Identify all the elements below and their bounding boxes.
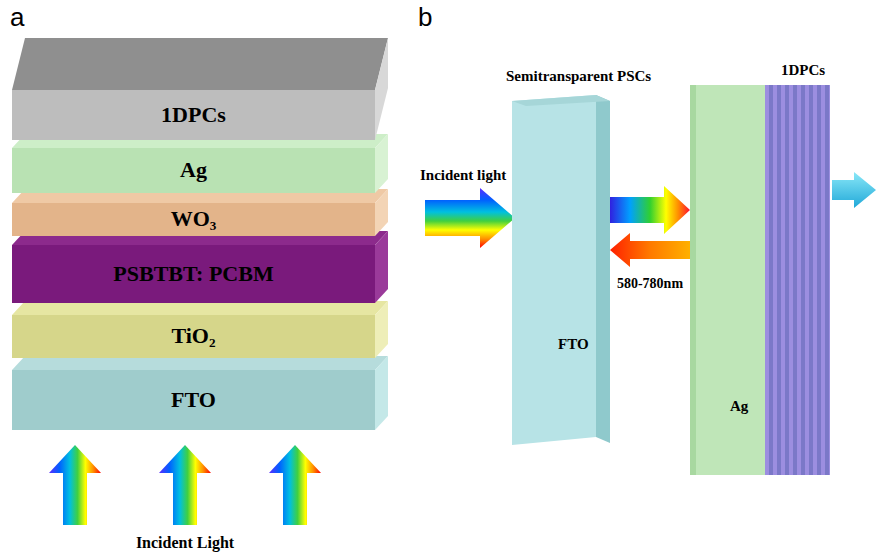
panel-label: b bbox=[418, 2, 432, 33]
panel-top bbox=[512, 95, 610, 106]
layer-slab: PSBTBT: PCBM bbox=[12, 245, 375, 303]
layer-name: TiO₂ bbox=[171, 323, 215, 349]
slab-side bbox=[375, 38, 388, 140]
slab-side bbox=[375, 231, 388, 303]
panel-name: Ag bbox=[730, 397, 748, 415]
slab-top bbox=[12, 38, 388, 90]
layer-name: WO₃ bbox=[171, 206, 217, 232]
layer-slab: Ag bbox=[12, 148, 375, 193]
layer-name: Ag bbox=[180, 157, 207, 183]
silver-panel: Ag bbox=[690, 85, 765, 475]
crystal-stack bbox=[765, 85, 830, 475]
node-shape bbox=[512, 95, 610, 445]
slab-top bbox=[12, 301, 388, 315]
layer-slab: FTO bbox=[12, 370, 375, 430]
slab-side bbox=[375, 301, 388, 358]
light-arrow bbox=[610, 186, 690, 234]
label-holder: Incident Light bbox=[136, 533, 234, 552]
incident-arrow bbox=[269, 445, 321, 525]
layer-slab: 1DPCs bbox=[12, 90, 375, 140]
layer-name: PSBTBT: PCBM bbox=[113, 261, 273, 287]
panel-front bbox=[512, 95, 596, 445]
incident-arrow bbox=[425, 188, 515, 248]
node-shape bbox=[690, 85, 765, 475]
slab-front bbox=[12, 148, 375, 193]
layer-slab: WO₃ bbox=[12, 203, 375, 236]
panel-heading: Semitransparent PSCs bbox=[506, 67, 651, 85]
wavelength-label: 580-780nm bbox=[615, 276, 685, 293]
incident-arrow bbox=[159, 445, 211, 525]
slab-side bbox=[375, 189, 388, 236]
slab-front bbox=[12, 370, 375, 430]
slab-front bbox=[12, 245, 375, 303]
cell-panel: Semitransparent PSCsFTO bbox=[512, 95, 610, 445]
slab-side bbox=[375, 356, 388, 430]
slab-front bbox=[12, 90, 375, 140]
node-shape bbox=[765, 85, 830, 475]
slab-front bbox=[12, 315, 375, 358]
slab-top bbox=[12, 356, 388, 370]
panel-name: FTO bbox=[558, 335, 589, 353]
light-label: Incident light bbox=[420, 166, 506, 184]
panel-label: a bbox=[10, 2, 24, 33]
silver-edge bbox=[690, 85, 696, 475]
photonic-crystal: 1DPCs bbox=[765, 85, 830, 475]
panel-side bbox=[596, 95, 610, 443]
slab-top bbox=[12, 134, 388, 148]
light-arrow bbox=[610, 233, 690, 267]
slab-top bbox=[12, 231, 388, 245]
slab-side bbox=[375, 134, 388, 193]
incident-arrow bbox=[49, 445, 101, 525]
layer-name: FTO bbox=[171, 387, 216, 413]
label-holder: b bbox=[418, 2, 432, 33]
slab-top bbox=[12, 189, 388, 203]
edge-label-holder: 580-780nm bbox=[615, 276, 685, 293]
silver-front bbox=[690, 85, 765, 475]
layer-name: 1DPCs bbox=[161, 102, 226, 128]
layer-slab: TiO₂ bbox=[12, 315, 375, 358]
label-holder: Incident light bbox=[420, 166, 506, 184]
slab-front bbox=[12, 203, 375, 236]
light-label: Incident Light bbox=[136, 533, 234, 552]
panel-name: 1DPCs bbox=[781, 61, 825, 79]
transmitted-arrow bbox=[832, 172, 876, 208]
label-holder: a bbox=[10, 2, 24, 33]
